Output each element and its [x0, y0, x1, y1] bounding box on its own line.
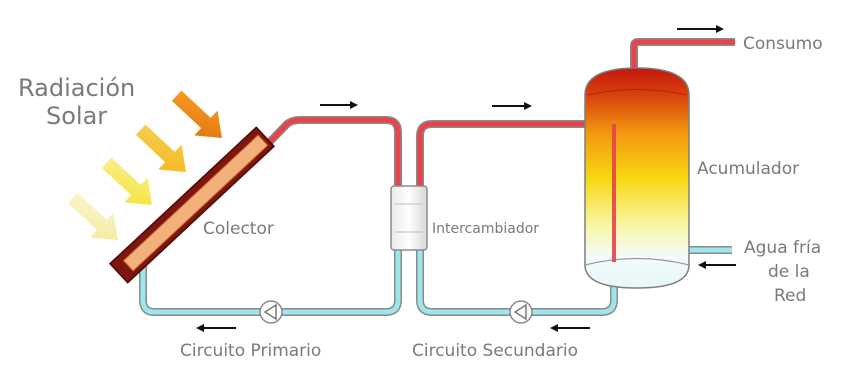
radiation-label-line2: Solar: [46, 102, 107, 130]
pump-icon: [259, 300, 283, 324]
flow-arrow-icon: [677, 25, 724, 33]
collector-label: Colector: [203, 219, 274, 239]
cold-water-label-line3: Red: [774, 286, 806, 306]
flow-arrow-icon: [492, 102, 532, 110]
exchanger-label: Intercambiador: [432, 221, 539, 237]
solar-radiation-arrows: [67, 90, 222, 240]
secondary-circuit-label: Circuito Secundario: [412, 341, 578, 361]
primary-circuit-label: Circuito Primario: [180, 341, 321, 361]
heat-exchanger: [390, 185, 428, 251]
pump-icon: [509, 300, 533, 324]
flow-arrow-icon: [196, 324, 236, 332]
flow-arrows: [196, 25, 736, 332]
sun-ray-arrow-icon: [171, 90, 222, 138]
flow-arrow-icon: [550, 324, 590, 332]
sun-ray-arrow-icon: [135, 124, 186, 172]
flow-arrow-icon: [698, 261, 736, 269]
cold-water-label-line2: de la: [768, 262, 810, 282]
radiation-label-line1: Radiación: [18, 74, 135, 102]
flow-arrow-icon: [320, 101, 358, 109]
sun-ray-arrow-icon: [101, 157, 152, 205]
accumulator-tank: [584, 38, 735, 289]
consumption-label: Consumo: [743, 34, 823, 54]
cold-water-label-line1: Agua fría: [744, 238, 821, 258]
accumulator-label: Acumulador: [697, 159, 799, 179]
sun-ray-arrow-icon: [67, 192, 118, 240]
consumption-pipe: [630, 38, 735, 72]
solar-collector: [108, 126, 276, 284]
